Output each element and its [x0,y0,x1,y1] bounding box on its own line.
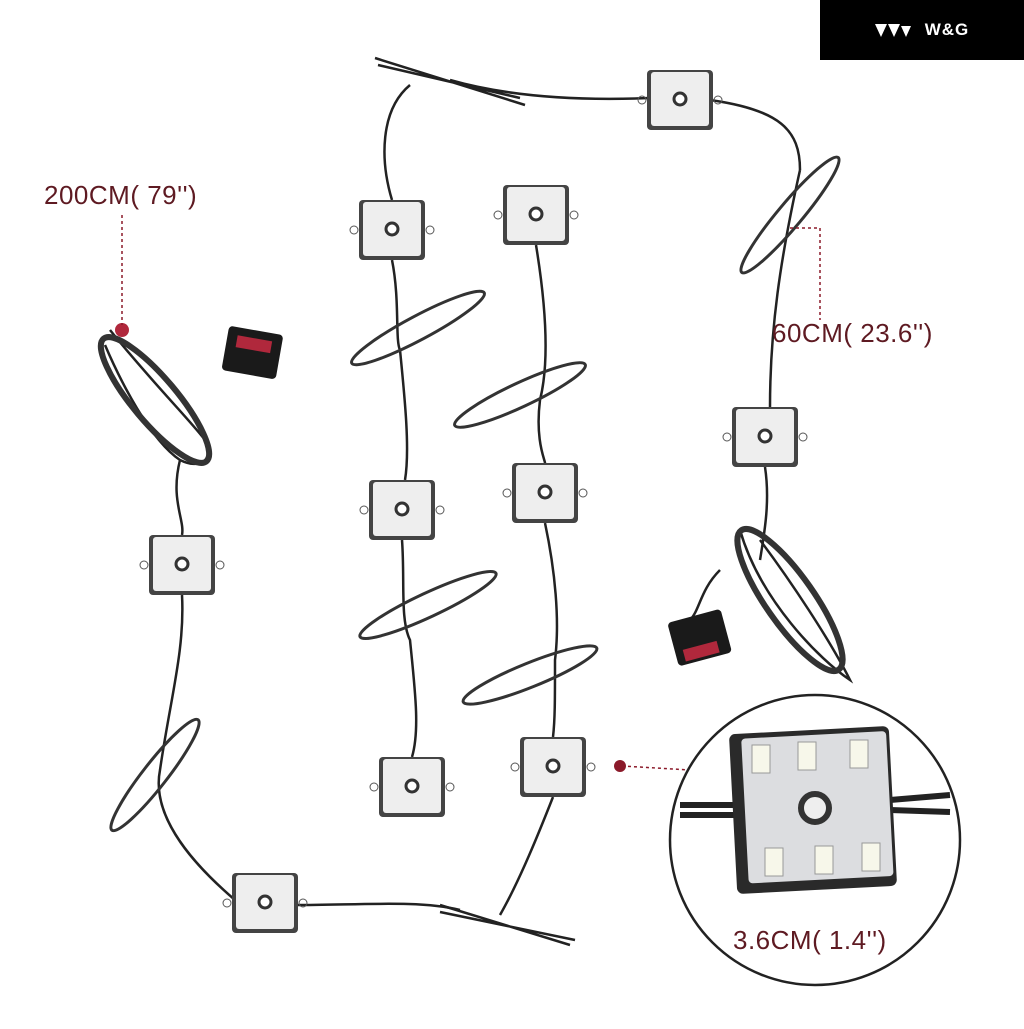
led-module [359,480,445,540]
led-module [349,200,435,260]
module-detail [680,726,951,894]
logo-text: W&G [924,20,970,39]
led-module [637,70,723,130]
power-cable-coil [734,526,846,674]
wire-bundle [453,361,587,429]
wire-bundle [461,644,599,706]
wire-bundle [350,289,486,367]
logo-chevrons-icon [874,24,911,37]
led-module [139,535,225,595]
led-modules [139,70,808,933]
callout-marker-dot [614,760,626,772]
callout-lines [121,215,821,771]
led-module [510,737,596,797]
wires [103,56,854,947]
brand-logo: W&G [820,0,1024,60]
rocker-switches [115,323,732,666]
rocker-switch [668,609,732,666]
led-module [502,463,588,523]
coiled-bundles [97,155,846,833]
power-cable-right [689,529,854,684]
connector-cable-length-label: 60CM( 23.6'') [772,318,933,348]
wire-bundle [358,569,498,641]
power-cable-left [103,329,210,466]
led-module [222,873,308,933]
wire-middle-right [498,244,559,916]
wire-top [374,56,802,171]
main-cable-length-label: 200CM( 79'') [44,180,198,210]
led-module [722,407,808,467]
wire-bundle [109,717,201,833]
wire-bundle [739,155,841,275]
led-module [369,757,455,817]
wire-bundle-bottom [439,903,576,947]
wire-middle-left [383,84,418,758]
wire-right-chain [758,169,802,561]
power-cable-coil [97,334,213,466]
led-module [493,185,579,245]
module-size-label: 3.6CM( 1.4'') [733,925,887,955]
rocker-switch [222,326,283,379]
